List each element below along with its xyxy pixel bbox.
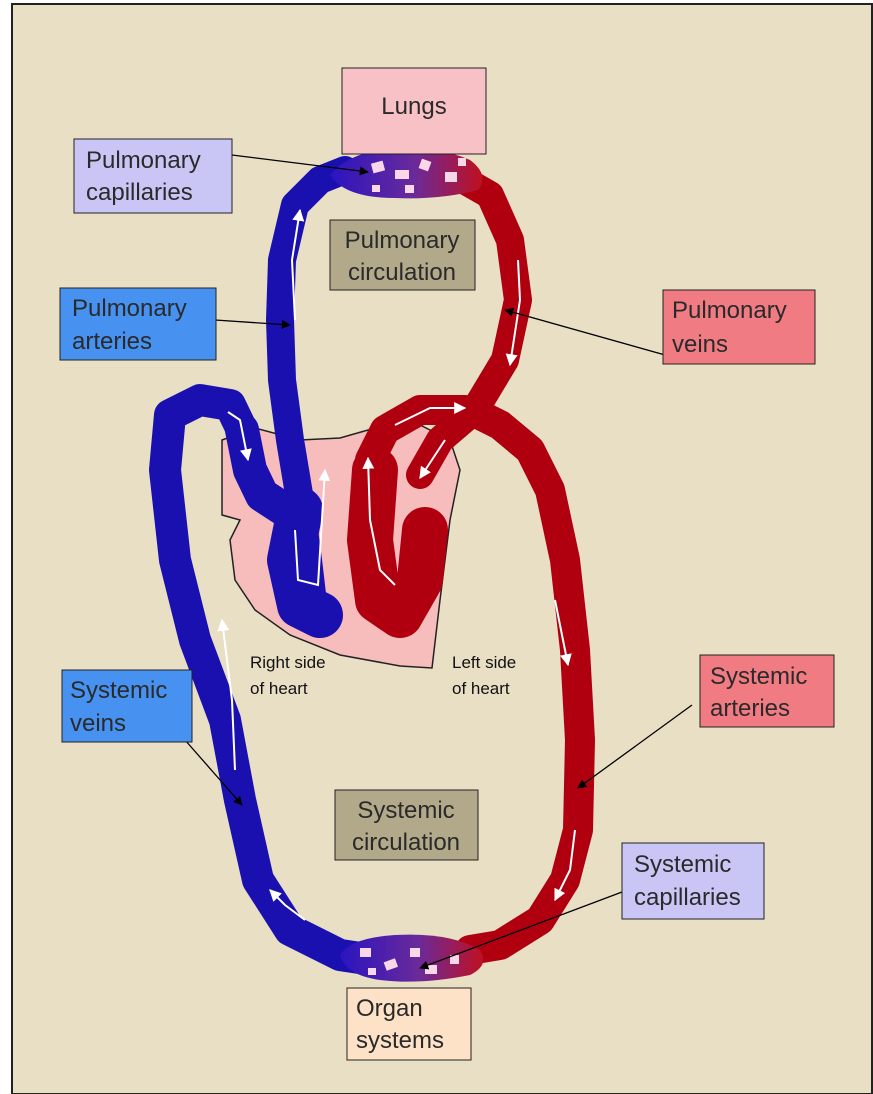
- pulmonary-circulation-line2: circulation: [348, 259, 456, 286]
- systemic-arteries-line1: Systemic: [710, 663, 807, 690]
- label-systemic-circulation: Systemic circulation: [335, 790, 478, 860]
- pulmonary-arteries-line1: Pulmonary: [72, 295, 187, 322]
- systemic-veins-line2: veins: [70, 710, 126, 737]
- label-systemic-arteries: Systemic arteries: [700, 655, 834, 727]
- left-side-line2: of heart: [452, 679, 510, 698]
- pulmonary-circulation-line1: Pulmonary: [345, 227, 460, 254]
- label-lungs: Lungs: [342, 68, 486, 154]
- systemic-capillaries-line2: capillaries: [634, 884, 741, 911]
- pulmonary-capillaries-line2: capillaries: [86, 179, 193, 206]
- label-systemic-capillaries: Systemic capillaries: [622, 843, 764, 919]
- right-side-line1: Right side: [250, 653, 326, 672]
- label-pulmonary-circulation: Pulmonary circulation: [330, 220, 475, 290]
- organ-systems-line2: systems: [356, 1027, 444, 1054]
- label-pulmonary-veins: Pulmonary veins: [663, 290, 815, 364]
- lungs-text: Lungs: [381, 93, 446, 120]
- pulmonary-arteries-line2: arteries: [72, 328, 152, 355]
- label-systemic-veins: Systemic veins: [62, 670, 192, 742]
- systemic-capillaries-line1: Systemic: [634, 851, 731, 878]
- pulmonary-capillaries-line1: Pulmonary: [86, 147, 201, 174]
- label-organ-systems: Organ systems: [347, 988, 471, 1060]
- left-side-line1: Left side: [452, 653, 516, 672]
- label-pulmonary-arteries: Pulmonary arteries: [60, 288, 216, 360]
- systemic-arteries-line2: arteries: [710, 695, 790, 722]
- pulmonary-veins-line2: veins: [672, 331, 728, 358]
- right-side-line2: of heart: [250, 679, 308, 698]
- organ-systems-line1: Organ: [356, 995, 423, 1022]
- systemic-circulation-line1: Systemic: [357, 797, 454, 824]
- pulmonary-veins-line1: Pulmonary: [672, 297, 787, 324]
- label-pulmonary-capillaries: Pulmonary capillaries: [74, 139, 232, 213]
- systemic-circulation-line2: circulation: [352, 829, 460, 856]
- systemic-veins-line1: Systemic: [70, 677, 167, 704]
